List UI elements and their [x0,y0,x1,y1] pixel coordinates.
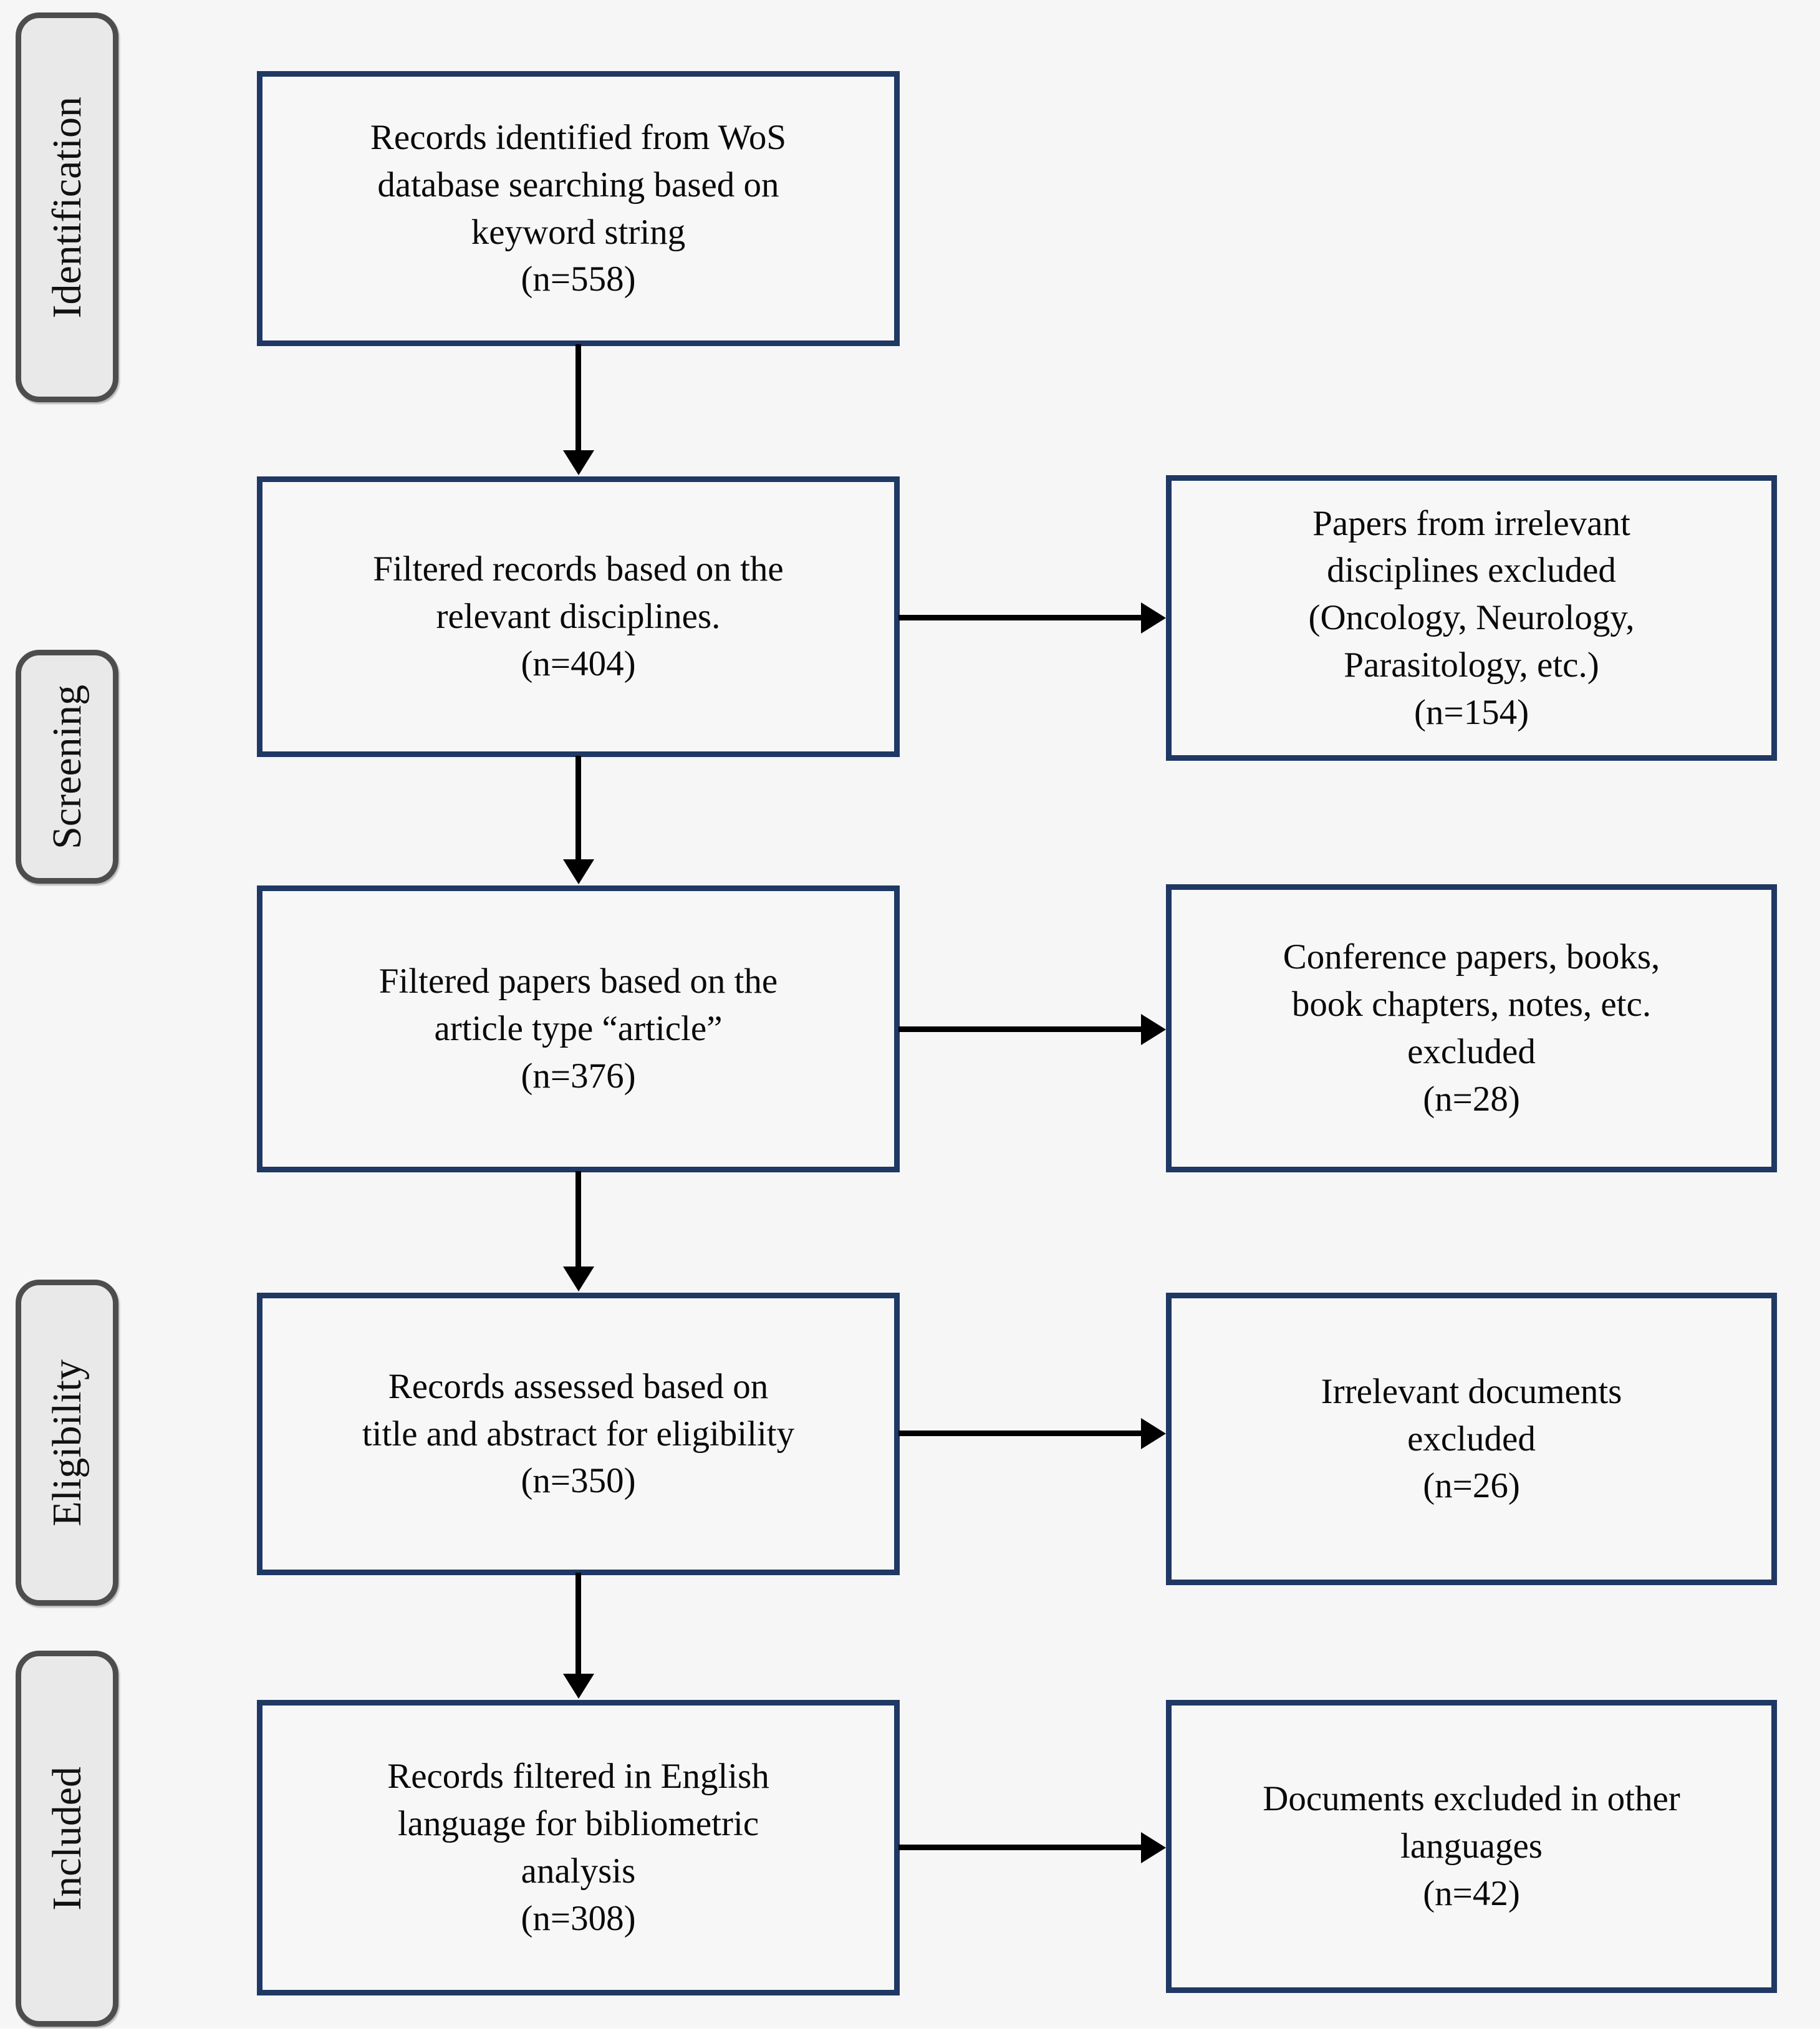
flow-box-filtered-disciplines-text: Filtered records based on the relevant d… [373,549,784,683]
stage-label-included: Included [16,1651,118,2027]
flow-box-english-filtered-text: Records filtered in English language for… [387,1757,769,1938]
stage-label-screening-text: Screening [44,684,90,849]
exclusion-box-document-types: Conference papers, books, book chapters,… [1166,884,1777,1172]
exclusion-box-irrelevant-documents: Irrelevant documents excluded (n=26) [1166,1293,1777,1585]
down-arrow-icon-4 [575,1573,581,1675]
stage-label-identification-text: Identification [44,96,90,319]
down-arrow-icon-3 [575,1171,581,1268]
down-arrow-icon-2 [575,756,581,861]
stage-label-identification: Identification [16,12,118,402]
right-arrow-icon-3 [898,1431,1142,1436]
exclusion-box-document-types-text: Conference papers, books, book chapters,… [1283,937,1660,1119]
flow-box-records-identified-text: Records identified from WoS database sea… [370,117,787,299]
bottom-margin [0,2029,1820,2041]
right-arrow-icon-2 [898,1026,1142,1032]
exclusion-box-irrelevant-documents-text: Irrelevant documents excluded (n=26) [1321,1371,1622,1506]
right-arrow-icon-4 [898,1845,1142,1850]
stage-label-eligibility-text: Eligibility [44,1359,90,1527]
exclusion-box-irrelevant-disciplines-text: Papers from irrelevant disciplines exclu… [1308,503,1635,732]
flow-box-records-assessed: Records assessed based on title and abst… [257,1293,900,1575]
exclusion-box-other-languages-text: Documents excluded in other languages (n… [1263,1779,1680,1913]
down-arrow-icon-1 [575,344,581,451]
stage-label-screening: Screening [16,650,118,884]
right-arrow-icon-1 [898,615,1142,620]
flow-box-filtered-disciplines: Filtered records based on the relevant d… [257,476,900,757]
stage-label-included-text: Included [44,1767,90,1911]
exclusion-box-other-languages: Documents excluded in other languages (n… [1166,1700,1777,1993]
flow-box-filtered-article-type: Filtered papers based on the article typ… [257,885,900,1172]
flow-box-records-assessed-text: Records assessed based on title and abst… [362,1366,795,1501]
flow-box-records-identified: Records identified from WoS database sea… [257,71,900,346]
flow-box-filtered-article-type-text: Filtered papers based on the article typ… [378,962,778,1096]
flow-box-english-filtered: Records filtered in English language for… [257,1700,900,1995]
stage-label-eligibility: Eligibility [16,1280,118,1606]
exclusion-box-irrelevant-disciplines: Papers from irrelevant disciplines exclu… [1166,475,1777,761]
